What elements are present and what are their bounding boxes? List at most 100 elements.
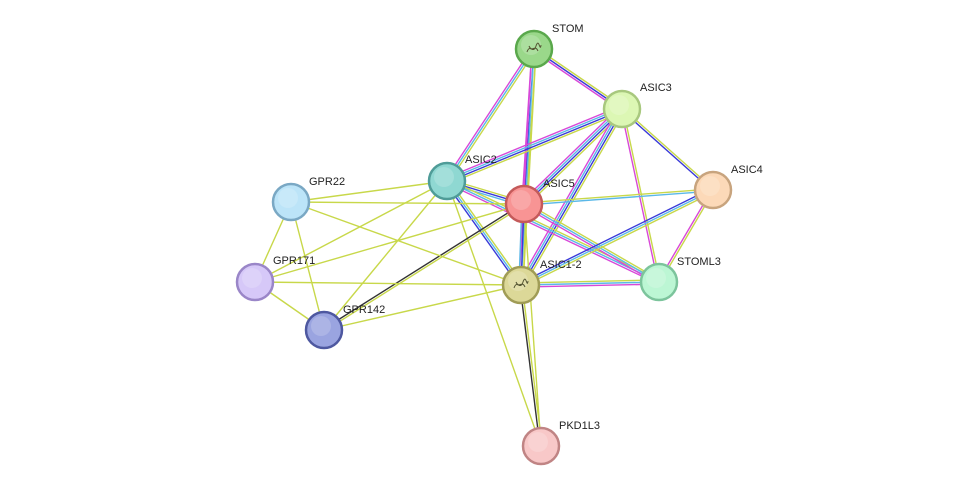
node-gpr142[interactable]: GPR142 [304, 304, 385, 350]
edge-line [324, 204, 525, 332]
edge-ASIC1-2-PKD1L3[interactable] [519, 284, 543, 447]
edge-line [622, 108, 661, 282]
node-circle[interactable] [427, 161, 467, 201]
node-highlight [700, 176, 720, 196]
edge-line [522, 49, 537, 286]
node-stoml3[interactable]: STOML3 [639, 256, 721, 302]
node-asic5[interactable]: ASIC5 [504, 178, 575, 224]
edge-line [519, 108, 622, 285]
edge-line [520, 279, 659, 284]
edge-ASIC2-GPR22[interactable] [290, 180, 448, 203]
node-circle[interactable] [504, 184, 544, 224]
node-circle[interactable] [271, 182, 311, 222]
edge-ASIC1-2-GPR142[interactable] [323, 284, 522, 331]
node-label: PKD1L3 [559, 420, 600, 432]
edge-line [323, 180, 448, 331]
node-stom[interactable]: STOM [514, 23, 584, 69]
node-asic4[interactable]: ASIC4 [693, 164, 763, 210]
node-label: GPR142 [343, 304, 385, 316]
edge-line [448, 179, 524, 285]
edge-ASIC2-GPR142[interactable] [323, 180, 448, 331]
edge-ASIC2-ASIC1-2[interactable] [444, 179, 524, 287]
node-highlight [311, 316, 331, 336]
protein-structure-icon [526, 42, 542, 53]
node-highlight [242, 268, 262, 288]
edge-line [522, 205, 659, 285]
node-circle[interactable] [304, 310, 344, 350]
node-asic2[interactable]: ASIC2 [427, 154, 497, 201]
edge-line [521, 284, 543, 446]
edge-line [517, 107, 620, 284]
node-pkd1l3[interactable]: PKD1L3 [521, 420, 600, 466]
node-highlight [521, 35, 541, 55]
edge-line [446, 180, 542, 447]
edge-line [290, 201, 522, 286]
edge-ASIC3-ASIC2[interactable] [445, 105, 624, 185]
edge-line [524, 190, 714, 206]
edge-line [519, 285, 541, 447]
protein-structure-icon [513, 278, 529, 289]
edge-line [254, 180, 448, 283]
edge-ASIC1-2-STOML3[interactable] [520, 279, 660, 288]
edge-line [447, 111, 624, 185]
edge-ASIC2-STOML3[interactable] [445, 178, 661, 285]
edge-line [520, 281, 660, 286]
edge-line [323, 284, 522, 331]
edge-ASIC5-ASIC4[interactable] [523, 188, 714, 206]
edge-ASIC1-2-GPR22[interactable] [290, 201, 522, 286]
node-highlight [646, 268, 666, 288]
edge-line [448, 49, 537, 183]
edge-ASIC5-GPR171[interactable] [254, 203, 525, 283]
edge-line [444, 181, 520, 287]
node-label: ASIC1-2 [540, 259, 582, 271]
edge-ASIC2-PKD1L3[interactable] [446, 180, 542, 447]
node-circle[interactable] [235, 262, 275, 302]
edge-line [523, 203, 542, 447]
edge-line [254, 281, 522, 286]
edge-line [520, 189, 714, 286]
edge-ASIC5-GPR142[interactable] [323, 202, 525, 332]
edge-ASIC5-GPR22[interactable] [290, 201, 525, 205]
node-circle[interactable] [602, 89, 642, 129]
node-highlight [278, 188, 298, 208]
edge-line [447, 109, 623, 183]
node-label: ASIC3 [640, 82, 672, 94]
edge-line [522, 107, 622, 204]
edge-ASIC4-ASIC1-2[interactable] [519, 187, 715, 288]
edge-STOM-ASIC2[interactable] [444, 47, 537, 183]
node-asic1-2[interactable]: ASIC1-2 [501, 259, 582, 305]
node-asic3[interactable]: ASIC3 [602, 82, 672, 129]
edge-STOM-ASIC1-2[interactable] [518, 48, 537, 286]
edge-ASIC3-ASIC4[interactable] [620, 107, 715, 192]
node-circle[interactable] [521, 426, 561, 466]
edge-ASIC3-STOML3[interactable] [620, 108, 661, 283]
node-label: ASIC5 [543, 178, 575, 190]
edge-line [446, 180, 522, 286]
edge-line [521, 283, 660, 288]
edge-line [520, 48, 535, 286]
node-circle[interactable] [639, 262, 679, 302]
node-label: STOM [552, 23, 584, 35]
node-label: GPR171 [273, 255, 315, 267]
edge-GPR22-GPR142[interactable] [290, 201, 325, 331]
edge-line [523, 203, 660, 283]
node-circle[interactable] [693, 170, 733, 210]
node-highlight [609, 95, 629, 115]
node-gpr22[interactable]: GPR22 [271, 176, 345, 222]
edge-line [521, 191, 715, 288]
edge-line [518, 48, 533, 285]
node-highlight [511, 190, 531, 210]
node-highlight [434, 167, 454, 187]
edge-ASIC5-PKD1L3[interactable] [523, 203, 542, 447]
edge-line [523, 188, 713, 204]
edge-line [521, 106, 621, 203]
node-label: ASIC2 [465, 154, 497, 166]
node-highlight [508, 271, 528, 291]
edge-ASIC2-GPR171[interactable] [254, 180, 448, 283]
edge-line [290, 201, 325, 331]
node-gpr171[interactable]: GPR171 [235, 255, 315, 302]
edge-ASIC1-2-GPR171[interactable] [254, 281, 522, 286]
edge-ASIC5-STOML3[interactable] [522, 201, 661, 285]
